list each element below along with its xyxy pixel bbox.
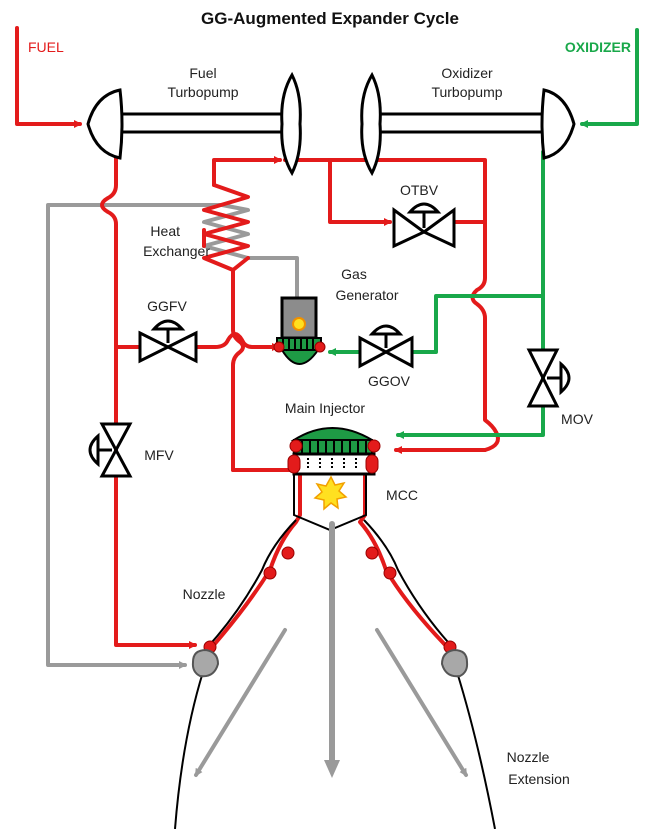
mfv-valve	[88, 422, 133, 478]
diagram-title: GG-Augmented Expander Cycle	[201, 9, 459, 28]
otbv-valve	[392, 202, 456, 249]
main-injector-label: Main Injector	[285, 400, 365, 416]
nozzle-extension-label-2: Extension	[508, 771, 569, 787]
main-combustion-chamber	[287, 452, 379, 532]
heat-exchanger-label-2: Exchanger	[143, 243, 210, 259]
oxidizer-turbopump	[360, 71, 576, 177]
mcc-label: MCC	[386, 487, 418, 503]
ggov-valve	[358, 324, 414, 369]
nozzle-extension-manifolds	[191, 648, 469, 678]
fuel-turbopump	[86, 71, 302, 177]
oxidizer-turbopump-label-1: Oxidizer	[441, 65, 493, 81]
oxidizer-lines	[328, 28, 639, 439]
heat-exchanger-label-1: Heat	[150, 223, 180, 239]
otbv-label: OTBV	[400, 182, 439, 198]
gas-generator	[273, 296, 326, 365]
main-injector	[289, 427, 381, 455]
fuel-turbopump-label-2: Turbopump	[167, 84, 238, 100]
gas-generator-label-1: Gas	[341, 266, 367, 282]
gas-generator-label-2: Generator	[335, 287, 398, 303]
nozzle-coolant-manifolds	[203, 546, 457, 654]
exhaust-flow-arrows	[194, 521, 468, 778]
ggfv-valve	[138, 319, 198, 364]
oxidizer-inlet-label: OXIDIZER	[565, 39, 631, 55]
ggfv-label: GGFV	[147, 298, 187, 314]
mov-label: MOV	[561, 411, 594, 427]
nozzle	[174, 519, 496, 829]
mov-valve	[526, 348, 571, 408]
fuel-inlet-label: FUEL	[28, 39, 64, 55]
turbine-exhaust-lines	[46, 203, 299, 669]
combustion-flame-icon	[313, 475, 348, 511]
mfv-label: MFV	[144, 447, 174, 463]
ggov-label: GGOV	[368, 373, 411, 389]
nozzle-extension-label-1: Nozzle	[507, 749, 550, 765]
fuel-turbopump-label-1: Fuel	[189, 65, 216, 81]
oxidizer-turbopump-label-2: Turbopump	[431, 84, 502, 100]
nozzle-label: Nozzle	[183, 586, 226, 602]
